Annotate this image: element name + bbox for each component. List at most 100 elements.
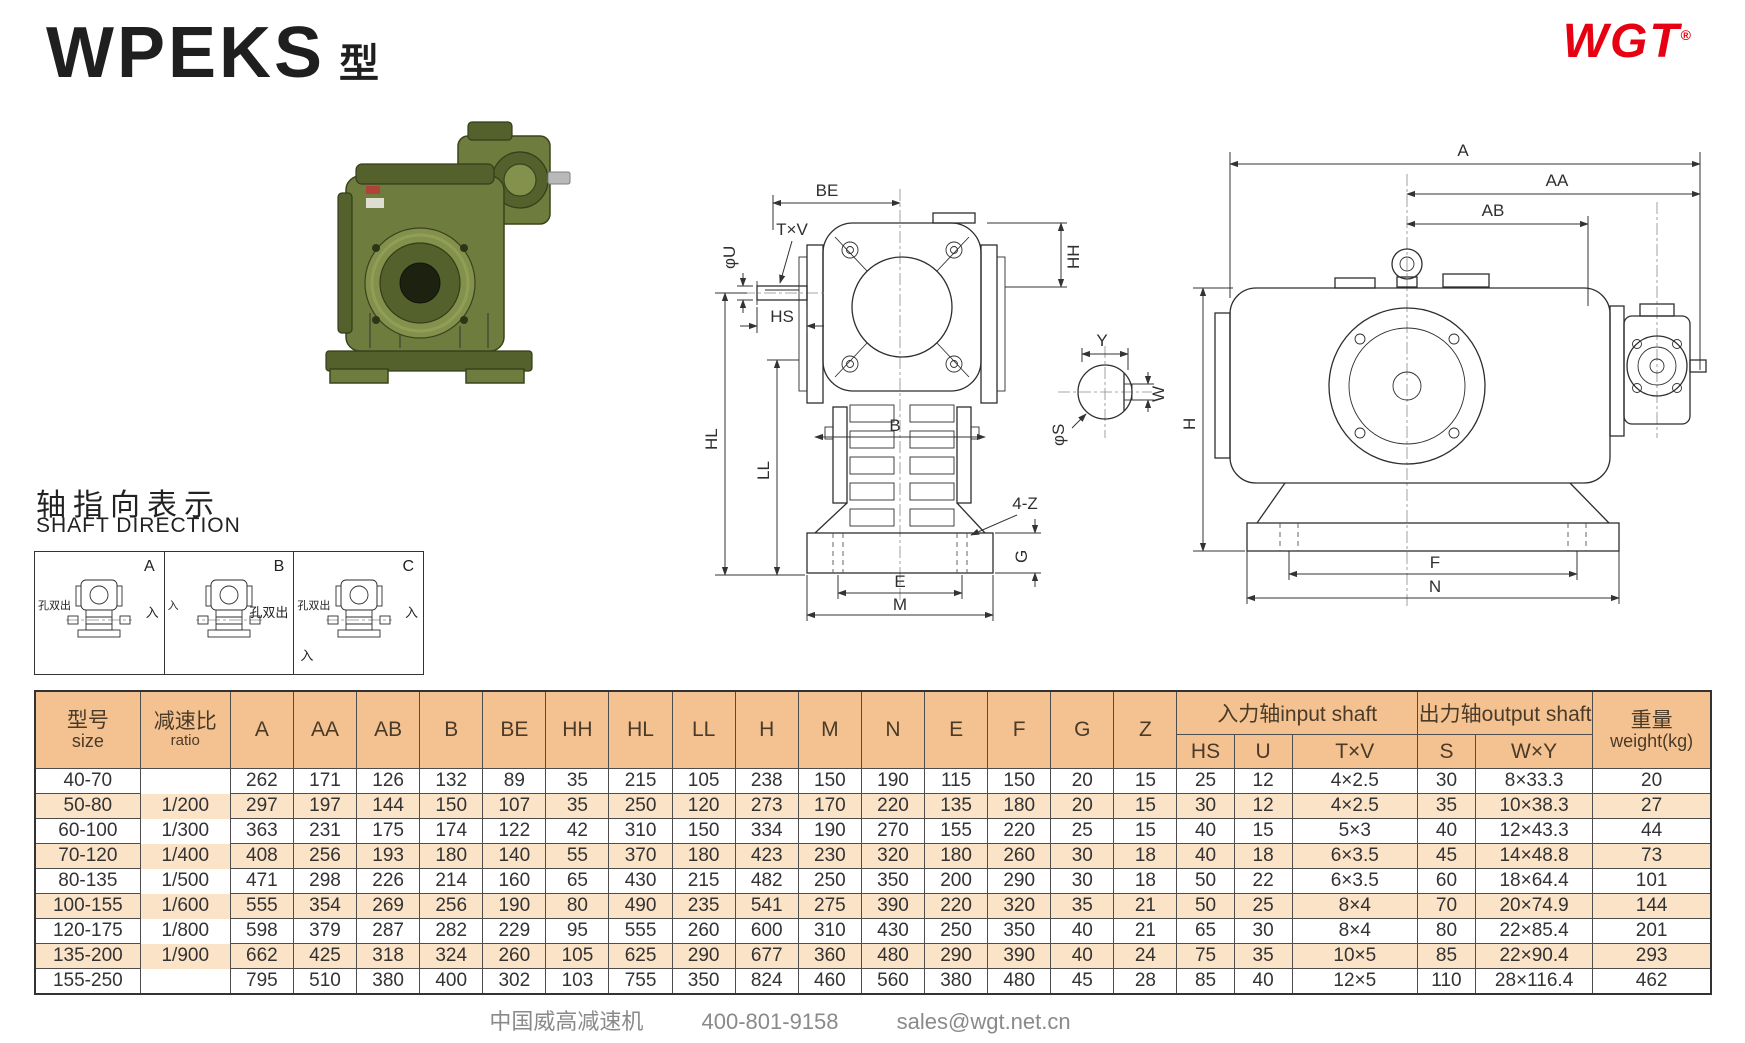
cell-size: 155-250: [34, 968, 141, 995]
cell-value: 40: [1416, 818, 1477, 844]
cell-value: 380: [356, 968, 421, 995]
cell-value: 150: [797, 768, 862, 794]
cell-size: 40-70: [34, 768, 141, 794]
cell-value: 10×5: [1291, 943, 1418, 969]
cell-value: 430: [608, 868, 673, 894]
cell-value: 490: [608, 893, 673, 919]
col-header-dim: H: [734, 690, 799, 769]
shaft-direction-heading-en: SHAFT DIRECTION: [36, 514, 241, 537]
cell-value: 600: [734, 918, 799, 944]
col-header-dim: N: [860, 690, 926, 769]
shaft-direction-panel-a: A 孔双出 入: [35, 552, 165, 674]
cell-value: 354: [292, 893, 358, 919]
cell-value: 28: [1113, 968, 1178, 995]
dim-label-phi-u: φU: [720, 246, 739, 269]
cell-value: 230: [797, 843, 862, 869]
shaft-direction-panel-b: B 入 孔双出: [165, 552, 295, 674]
cell-value: 30: [1176, 793, 1235, 819]
dim-label-hl: HL: [702, 428, 721, 450]
cell-value: 260: [671, 918, 736, 944]
cell-value: 471: [229, 868, 294, 894]
cell-value: 20: [1592, 768, 1712, 794]
cell-value: 25: [1176, 768, 1235, 794]
cell-value: 22×90.4: [1474, 943, 1594, 969]
cell-value: 73: [1592, 843, 1712, 869]
cell-value: 310: [797, 918, 862, 944]
model-name: WPEKS: [46, 13, 326, 93]
cell-value: 320: [987, 893, 1052, 919]
col-header-dim: F: [987, 690, 1052, 769]
cell-value: 18: [1233, 843, 1293, 869]
dim-label-h: H: [1180, 418, 1199, 430]
col-header-dim: HH: [545, 690, 610, 769]
cell-ratio: [139, 768, 231, 794]
cell-value: 215: [671, 868, 736, 894]
gearbox-glyph: [196, 579, 262, 638]
cell-value: 18×64.4: [1474, 868, 1594, 894]
cell-value: 140: [482, 843, 547, 869]
cell-value: 107: [482, 793, 547, 819]
cell-value: 541: [734, 893, 799, 919]
dim-label-n: N: [1429, 577, 1441, 596]
cell-value: 220: [860, 793, 926, 819]
cell-value: 560: [860, 968, 926, 995]
col-header-dim: A: [229, 690, 294, 769]
cell-value: 50: [1176, 893, 1235, 919]
cell-value: 190: [482, 893, 547, 919]
dim-label-hh: HH: [1064, 244, 1083, 269]
cell-size: 50-80: [34, 793, 141, 819]
footer-company: 中国威高减速机: [489, 1009, 644, 1034]
cell-value: 10×38.3: [1474, 793, 1594, 819]
dim-label-e: E: [894, 572, 905, 591]
cell-value: 795: [229, 968, 294, 995]
cell-value: 12: [1233, 793, 1293, 819]
cell-value: 290: [987, 868, 1052, 894]
cell-value: 273: [734, 793, 799, 819]
cell-value: 105: [545, 943, 610, 969]
cell-value: 22: [1233, 868, 1293, 894]
cell-value: 95: [545, 918, 610, 944]
col-header-txv: T×V: [1291, 734, 1418, 769]
gearbox-glyph: [66, 579, 133, 638]
cell-value: 174: [419, 818, 484, 844]
cell-value: 65: [1176, 918, 1235, 944]
cell-value: 14×48.8: [1474, 843, 1594, 869]
dim-label-ll: LL: [754, 461, 773, 480]
panel-label-right: 入: [405, 605, 419, 620]
col-header-dim: E: [924, 690, 989, 769]
dim-label-4z: 4-Z: [1012, 494, 1038, 513]
cell-value: 115: [924, 768, 989, 794]
cell-ratio: 1/200: [139, 793, 231, 819]
cell-value: 290: [924, 943, 989, 969]
cell-value: 425: [292, 943, 358, 969]
panel-label-left: 入: [167, 600, 179, 612]
cell-value: 30: [1050, 868, 1115, 894]
cell-value: 482: [734, 868, 799, 894]
dim-label-aa: AA: [1546, 171, 1569, 190]
col-header-dim: AB: [356, 690, 421, 769]
cell-value: 555: [229, 893, 294, 919]
cell-value: 6×3.5: [1291, 868, 1418, 894]
cell-value: 350: [987, 918, 1052, 944]
cell-value: 101: [1592, 868, 1712, 894]
cell-ratio: 1/900: [139, 943, 231, 969]
cell-size: 60-100: [34, 818, 141, 844]
dim-label-g: G: [1012, 550, 1031, 563]
cell-value: 360: [797, 943, 862, 969]
col-header-s: S: [1416, 734, 1477, 769]
cell-value: 144: [1592, 893, 1712, 919]
panel-label-left: 孔双出: [38, 600, 71, 612]
dim-label-b: B: [889, 416, 900, 435]
cell-value: 269: [356, 893, 421, 919]
cell-value: 15: [1113, 793, 1178, 819]
col-header-u: U: [1233, 734, 1293, 769]
cell-value: 293: [1592, 943, 1712, 969]
cell-value: 144: [356, 793, 421, 819]
cell-value: 105: [671, 768, 736, 794]
cell-value: 510: [292, 968, 358, 995]
cell-value: 65: [545, 868, 610, 894]
